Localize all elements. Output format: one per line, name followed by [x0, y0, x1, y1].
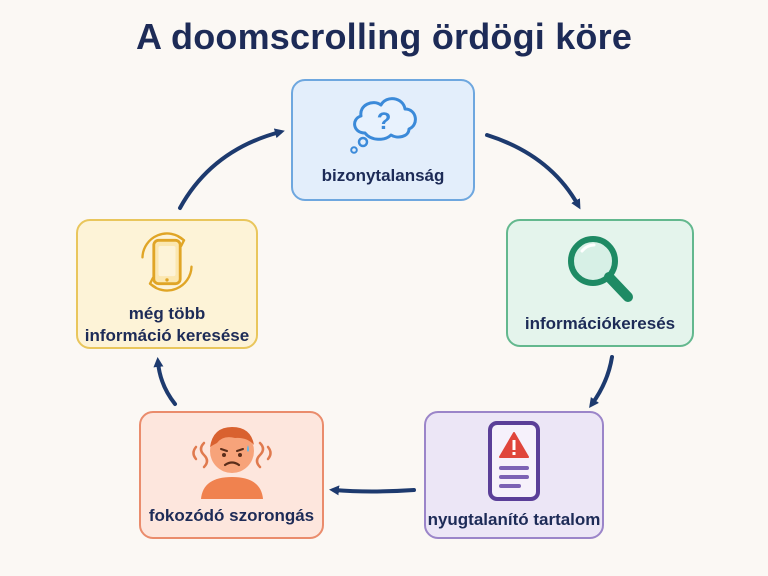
node-uncertainty: ? bizonytalanság: [291, 79, 475, 201]
node-anxiety: fokozódó szorongás: [139, 411, 324, 539]
node-label-line-1: még több: [128, 304, 206, 323]
arrow-search-to-disturbing: [589, 355, 614, 409]
node-label: bizonytalanság: [321, 166, 445, 185]
node-label: fokozódó szorongás: [148, 506, 315, 525]
arrow-uncertainty-to-search: [485, 133, 581, 210]
node-label: információkeresés: [524, 314, 676, 333]
question-cloud-icon: ?: [350, 97, 417, 154]
node-label-line-2: információ keresése: [84, 326, 250, 345]
phone-cycle-icon: [141, 232, 193, 292]
svg-text:?: ?: [377, 108, 392, 135]
node-information-search: információkeresés: [506, 219, 694, 347]
diagram-title: A doomscrolling ördögi köre: [135, 16, 633, 57]
arrow-anxiety-to-more: [153, 357, 177, 406]
warning-phone-icon: [488, 421, 540, 501]
magnifier-icon: [568, 236, 633, 302]
node-label: nyugtalanító tartalom: [427, 510, 601, 529]
node-disturbing-content: nyugtalanító tartalom: [424, 411, 604, 539]
node-more-search: még több információ keresése: [76, 219, 258, 349]
arrow-disturbing-to-anxiety: [329, 485, 416, 496]
arrow-more-to-uncertainty: [178, 128, 285, 210]
anxious-person-icon: [191, 427, 272, 499]
